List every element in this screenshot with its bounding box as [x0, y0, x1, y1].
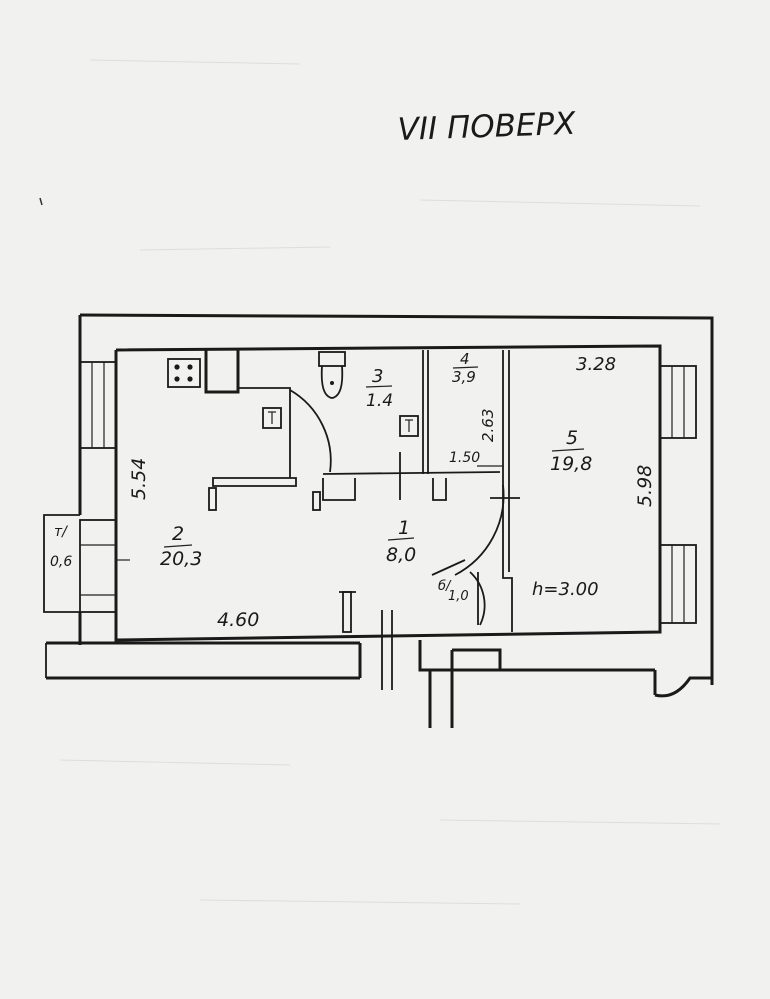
- dimension-room5-width: 3.28: [576, 354, 616, 375]
- dimension-room2-height: 5.54: [128, 458, 150, 500]
- room-label-balcony: т/ 0,6: [50, 524, 72, 570]
- room-number-3: 3: [372, 366, 383, 387]
- room-area-3: 1.4: [366, 391, 393, 411]
- room-label-3: 3 1.4: [365, 366, 393, 411]
- room-label-1: 1 8,0: [386, 517, 416, 566]
- sink-icon: [262, 407, 282, 429]
- basin-icon: [399, 415, 419, 437]
- floor-title: VII ПОВЕРХ: [397, 106, 577, 148]
- room-number-balcony: т/: [54, 524, 68, 540]
- room-area-2: 20,3: [160, 548, 202, 570]
- paper-texture: [59, 59, 721, 905]
- room-number-2: 2: [172, 523, 184, 545]
- dimension-room4-height: 2.63: [479, 409, 497, 442]
- room-number-5: 5: [566, 427, 578, 449]
- stove-icon: [167, 358, 201, 388]
- window-left-upper: [79, 361, 117, 449]
- room-area-1: 8,0: [386, 544, 416, 566]
- dimension-room4-width: 1.50: [449, 450, 480, 466]
- door-swing-arc: [289, 389, 505, 626]
- room-area-5: 19,8: [550, 453, 592, 475]
- window-left-lower: [79, 519, 117, 613]
- ceiling-height-label: h=3.00: [532, 579, 599, 600]
- stray-mark: [39, 197, 43, 206]
- room-area-4: 3,9: [452, 368, 476, 386]
- window-right-upper: [659, 365, 697, 439]
- window-right-lower: [659, 544, 697, 624]
- room-number-4: 4: [460, 350, 470, 368]
- room-label-2: 2 20,3: [160, 523, 202, 570]
- dimension-room2-width: 4.60: [217, 609, 259, 631]
- room-label-4: 4 3,9: [452, 350, 479, 386]
- partition-walls: [204, 350, 520, 690]
- outer-walls: [43, 313, 714, 728]
- fixture-marks: [208, 487, 356, 633]
- room-area-closet: 1,0: [448, 589, 469, 604]
- room-label-closet: б/ 1,0: [438, 579, 469, 604]
- room-area-balcony: 0,6: [50, 554, 72, 570]
- room-label-5: 5 19,8: [550, 427, 592, 475]
- room-number-1: 1: [398, 517, 410, 539]
- room-number-closet: б/: [438, 579, 452, 594]
- dimension-lines: [117, 465, 503, 561]
- toilet-icon: [318, 351, 346, 399]
- dimension-room5-height: 5.98: [634, 465, 656, 507]
